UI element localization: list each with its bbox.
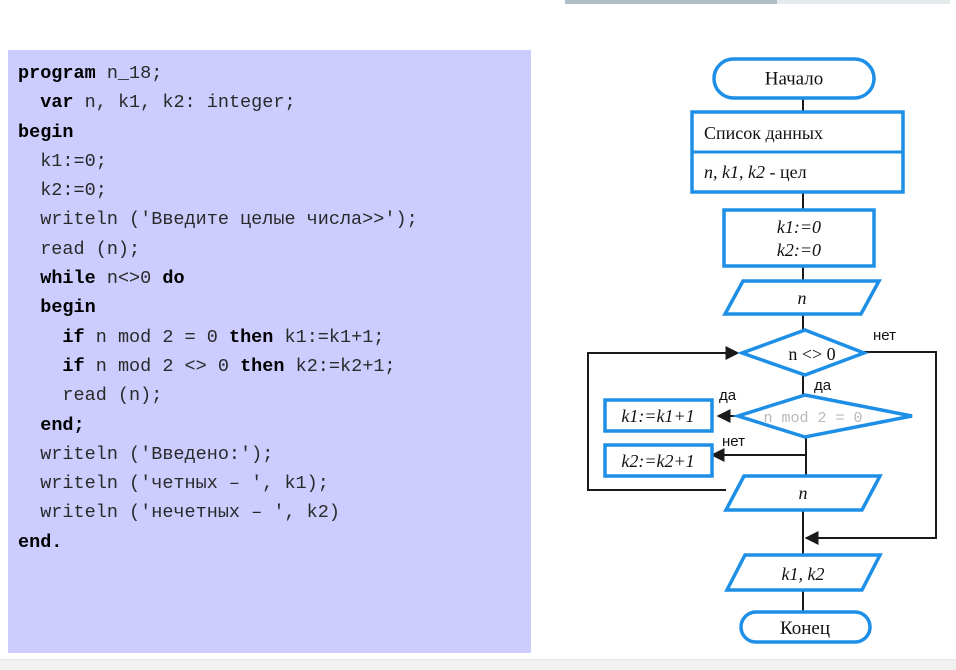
code-line: while n<>0 do bbox=[18, 264, 418, 293]
input-n-label-2: n bbox=[799, 483, 808, 503]
code-text: writeln ('Введите целые числа>>'); bbox=[18, 209, 418, 231]
code-line: if n mod 2 <> 0 then k2:=k2+1; bbox=[18, 352, 418, 381]
code-line: k2:=0; bbox=[18, 176, 418, 205]
k2-increment-label: k2:=k2+1 bbox=[621, 451, 694, 471]
end-label: Конец bbox=[780, 618, 830, 639]
init-process-block bbox=[722, 208, 876, 268]
mod-no-label: нет bbox=[722, 433, 745, 450]
code-line: writeln ('нечетных – ', k2) bbox=[18, 498, 418, 527]
code-keyword: if bbox=[62, 355, 85, 377]
code-text: n, k1, k2: integer; bbox=[73, 92, 296, 114]
code-line: if n mod 2 = 0 then k1:=k1+1; bbox=[18, 323, 418, 352]
data-list-title: Список данных bbox=[704, 123, 823, 143]
code-keyword: if bbox=[62, 326, 85, 348]
code-text: k2:=0; bbox=[18, 180, 107, 202]
code-line: writeln ('Введите целые числа>>'); bbox=[18, 205, 418, 234]
code-line: begin bbox=[18, 118, 418, 147]
code-text: writeln ('четных – ', k1); bbox=[18, 473, 329, 495]
code-text: k1:=k1+1; bbox=[273, 326, 385, 348]
top-decor-strip bbox=[565, 0, 950, 4]
code-text: read (n); bbox=[18, 238, 141, 260]
init-k1: k1:=0 bbox=[777, 217, 821, 237]
loop-decision-diamond bbox=[736, 328, 869, 377]
code-line: var n, k1, k2: integer; bbox=[18, 88, 418, 117]
code-text: n<>0 bbox=[95, 268, 163, 290]
init-k2: k2:=0 bbox=[777, 240, 821, 260]
code-keyword: end; bbox=[40, 414, 85, 436]
code-keyword: begin bbox=[18, 121, 74, 143]
input-n-parallelogram-2 bbox=[723, 474, 883, 512]
code-keyword: end. bbox=[18, 531, 63, 553]
code-keyword: then bbox=[240, 355, 285, 377]
code-text: n_18; bbox=[95, 63, 163, 84]
code-line: read (n); bbox=[18, 235, 418, 264]
code-line: end. bbox=[18, 528, 418, 557]
mod-condition: n mod 2 = 0 bbox=[763, 410, 862, 427]
code-text: k2:=k2+1; bbox=[284, 355, 396, 377]
code-line: end; bbox=[18, 411, 418, 440]
code-text: writeln ('Введено:'); bbox=[18, 443, 274, 465]
code-line: writeln ('Введено:'); bbox=[18, 440, 418, 469]
code-panel bbox=[8, 50, 531, 653]
input-n-parallelogram bbox=[722, 279, 882, 316]
pascal-code: program n_18; var n, k1, k2: integer; beg… bbox=[18, 59, 418, 557]
mod-yes-label: да bbox=[719, 387, 737, 404]
loop-yes-label: да bbox=[814, 377, 832, 394]
k1-increment-block bbox=[603, 398, 714, 433]
code-text: n mod 2 = 0 bbox=[84, 326, 229, 348]
input-n-label: n bbox=[798, 288, 807, 308]
code-text: writeln ('нечетных – ', k2) bbox=[18, 502, 340, 524]
k1-increment-label: k1:=k1+1 bbox=[621, 406, 694, 426]
data-list-vars: n, k1, k2 - цел bbox=[704, 162, 807, 182]
code-text: k1:=0; bbox=[18, 150, 107, 172]
code-keyword: while bbox=[40, 268, 96, 290]
code-keyword: program bbox=[18, 63, 96, 84]
code-keyword: do bbox=[162, 268, 185, 290]
code-text: read (n); bbox=[18, 385, 163, 407]
code-line: read (n); bbox=[18, 381, 418, 410]
code-line: program n_18; bbox=[18, 59, 418, 88]
start-label: Начало bbox=[765, 69, 824, 90]
flow-connectors bbox=[587, 98, 937, 612]
code-keyword: begin bbox=[40, 297, 96, 319]
mod-decision-diamond bbox=[732, 393, 913, 439]
code-line: begin bbox=[18, 293, 418, 322]
output-parallelogram bbox=[724, 553, 883, 592]
start-terminator bbox=[712, 57, 876, 100]
loop-no-label: нет bbox=[873, 327, 896, 344]
k2-increment-block bbox=[603, 443, 714, 478]
code-text: n mod 2 <> 0 bbox=[84, 355, 241, 377]
code-line: k1:=0; bbox=[18, 147, 418, 176]
code-keyword: then bbox=[228, 326, 274, 348]
code-line: writeln ('четных – ', k1); bbox=[18, 469, 418, 498]
code-keyword: var bbox=[40, 92, 74, 114]
end-terminator bbox=[739, 610, 872, 644]
bottom-decor-strip bbox=[0, 659, 956, 670]
loop-condition: n <> 0 bbox=[788, 344, 835, 364]
output-label: k1, k2 bbox=[782, 564, 825, 584]
